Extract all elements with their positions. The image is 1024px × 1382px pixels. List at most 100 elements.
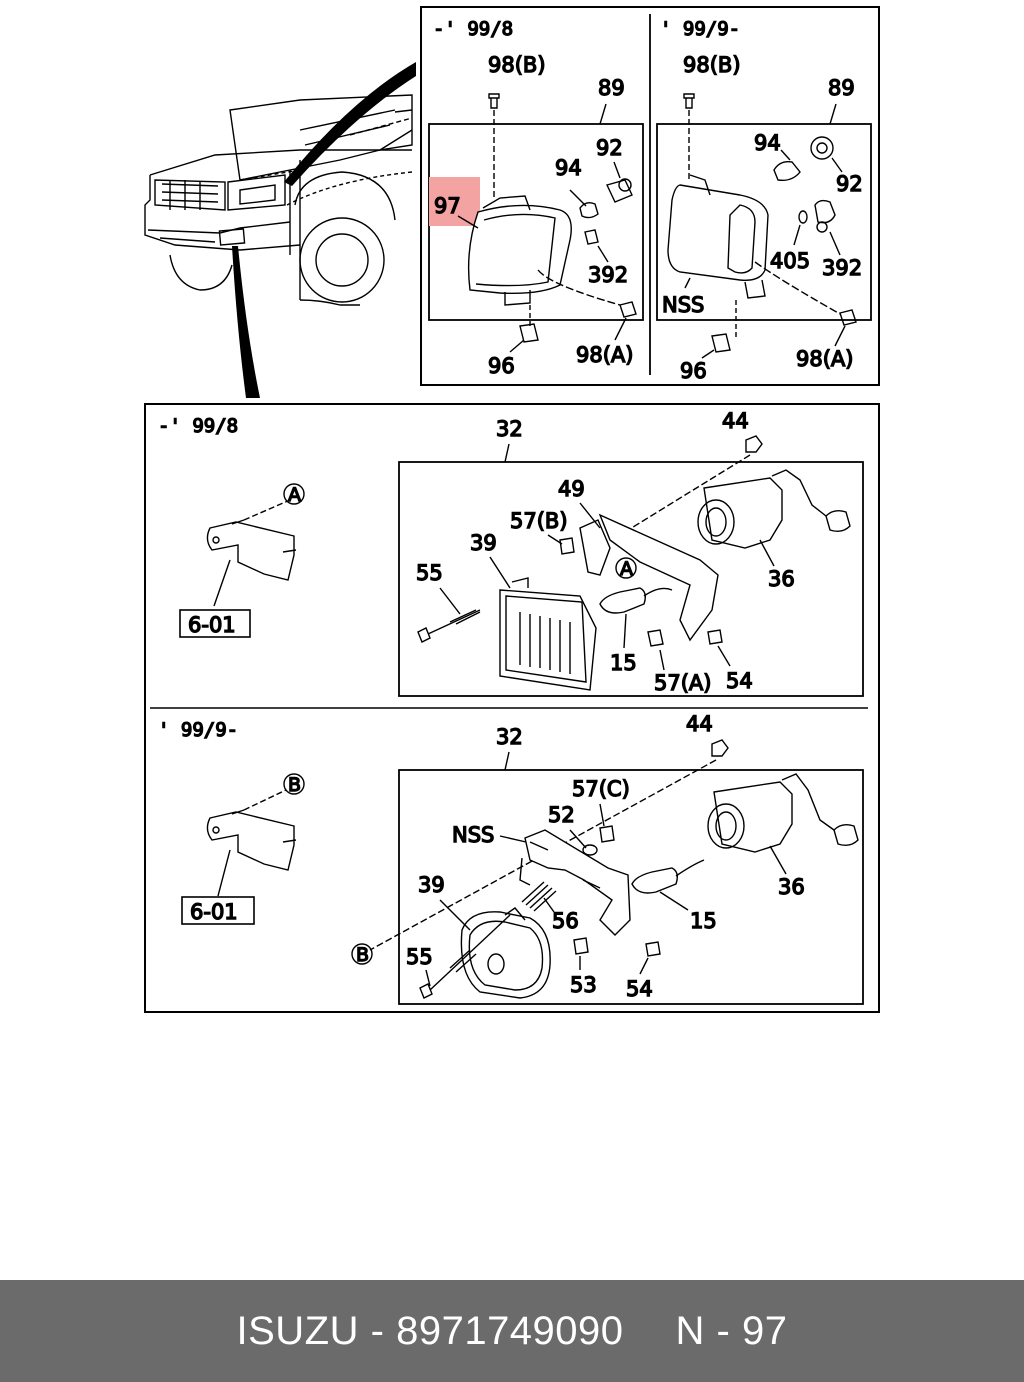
bulb-15-s1: [599, 587, 673, 649]
footer-bar: ISUZU - 8971749090 N - 97: [0, 1280, 1024, 1382]
label-32-s1: 32: [496, 417, 523, 441]
label-52: 52: [548, 803, 575, 827]
bulb-94-right: [773, 149, 801, 182]
label-57b: 57(B): [510, 509, 568, 533]
parts-diagram: -' 99/8 98(B) 89 92 94 97 392 96 98(A): [144, 6, 880, 1013]
label-57a: 57(A): [654, 671, 711, 695]
label-98b-right: 98(B): [683, 53, 741, 77]
circle-a-s1: [283, 483, 305, 505]
callout-swoosh-bottom: [232, 246, 260, 398]
bracket-nss-s2: [519, 829, 631, 936]
nut-57a-s1: [647, 629, 665, 671]
oring-405: [793, 210, 808, 246]
bulb-94-left: [569, 189, 599, 219]
label-49: 49: [558, 477, 585, 501]
socket-92-right: [810, 136, 843, 173]
label-98a-left: 98(A): [576, 343, 633, 367]
label-44-s1: 44: [722, 409, 749, 433]
footer-brand: ISUZU: [236, 1308, 359, 1353]
ref-box-s2-label: 6-01: [190, 900, 238, 924]
part-97-highlight: [429, 177, 480, 226]
callout-swoosh-top: [284, 62, 416, 186]
label-32-s2: 32: [496, 725, 523, 749]
label-392-left: 392: [588, 263, 628, 287]
nut-44-s1: [611, 435, 763, 541]
clip-96-left: [519, 305, 539, 343]
label-98a-right: 98(A): [796, 347, 853, 371]
circle-a-s1-label: A: [288, 484, 301, 506]
ref-box-s1: [179, 609, 251, 638]
nut-53: [573, 937, 589, 955]
label-53: 53: [570, 973, 597, 997]
top-right-period: ' 99/9-: [660, 18, 740, 40]
circle-a-s1-part: [615, 557, 637, 579]
label-94-left: 94: [555, 156, 582, 180]
bulb-15-s2: [631, 859, 705, 911]
nut-57b-s1: [559, 537, 575, 555]
label-392-right: 392: [822, 256, 862, 280]
bolt-55-s1: [417, 609, 481, 643]
label-96-right: 96: [680, 359, 707, 383]
socket-36-s2: [707, 773, 859, 875]
screw-54-s1: [707, 629, 731, 667]
screw-98a-right: [839, 309, 857, 326]
circle-a-s1-part-label: A: [620, 558, 633, 580]
corner-lamp-nss: [667, 174, 769, 299]
label-55-s2: 55: [406, 945, 433, 969]
label-98b-left: 98(B): [488, 53, 546, 77]
socket-92-left: [606, 161, 633, 203]
clip-392-left: [584, 229, 609, 263]
top-left-period: -' 99/8: [433, 18, 513, 40]
bracket-s1: [206, 499, 297, 607]
label-36-s1: 36: [768, 567, 795, 591]
label-57c: 57(C): [572, 777, 630, 801]
screw-54-s2: [645, 941, 661, 957]
label-54-s1: 54: [726, 669, 753, 693]
label-nss-fog: NSS: [452, 823, 494, 847]
screw-98b-left: [488, 93, 500, 200]
fog-lamp-39-s2: [460, 907, 551, 999]
label-96-left: 96: [488, 354, 515, 378]
circle-b-s2-part: [351, 943, 373, 965]
label-nss-top: NSS: [662, 293, 704, 317]
label-405: 405: [770, 249, 810, 273]
clip-392-right: [814, 199, 841, 256]
label-89-left: 89: [598, 76, 625, 100]
fog-s1-inner-box: [398, 461, 864, 697]
top-panel-frame: [420, 6, 880, 386]
label-92-right: 92: [836, 172, 863, 196]
label-36-s2: 36: [778, 875, 805, 899]
label-94-right: 94: [754, 131, 781, 155]
label-89-right: 89: [828, 76, 855, 100]
socket-36-s1: [697, 469, 851, 567]
label-97: 97: [434, 194, 461, 218]
ref-box-s1-label: 6-01: [188, 613, 236, 637]
nut-44-s2: [369, 739, 729, 951]
footer-part-number: 8971749090: [396, 1308, 624, 1353]
circle-b-s2-label: B: [288, 774, 301, 796]
fog-s2-period: ' 99/9-: [158, 719, 238, 741]
top-right-inner-box: [656, 123, 872, 321]
footer-page: N - 97: [675, 1308, 788, 1353]
bracket-s2: [206, 789, 297, 897]
label-15-s1: 15: [610, 651, 637, 675]
circle-b-s2-part-label: B: [356, 944, 369, 966]
spring-56: [521, 881, 557, 912]
bolt-55-s2: [419, 914, 511, 999]
label-15-s2: 15: [690, 909, 717, 933]
fog-lamp-39-s1: [499, 577, 597, 691]
fog-s1-period: -' 99/8: [158, 415, 238, 437]
nut-57c: [599, 825, 615, 843]
ref-box-s2: [181, 896, 255, 925]
label-39-s2: 39: [418, 873, 445, 897]
label-92-left: 92: [596, 136, 623, 160]
screw-98a-left: [619, 301, 637, 318]
label-44-s2: 44: [686, 712, 713, 736]
washer-52: [582, 844, 598, 856]
label-56: 56: [552, 909, 579, 933]
screw-98b-right: [683, 93, 695, 180]
label-55-s1: 55: [416, 561, 443, 585]
label-39-s1: 39: [470, 531, 497, 555]
label-54-s2: 54: [626, 977, 653, 1001]
fog-panel-frame: [144, 403, 880, 1013]
